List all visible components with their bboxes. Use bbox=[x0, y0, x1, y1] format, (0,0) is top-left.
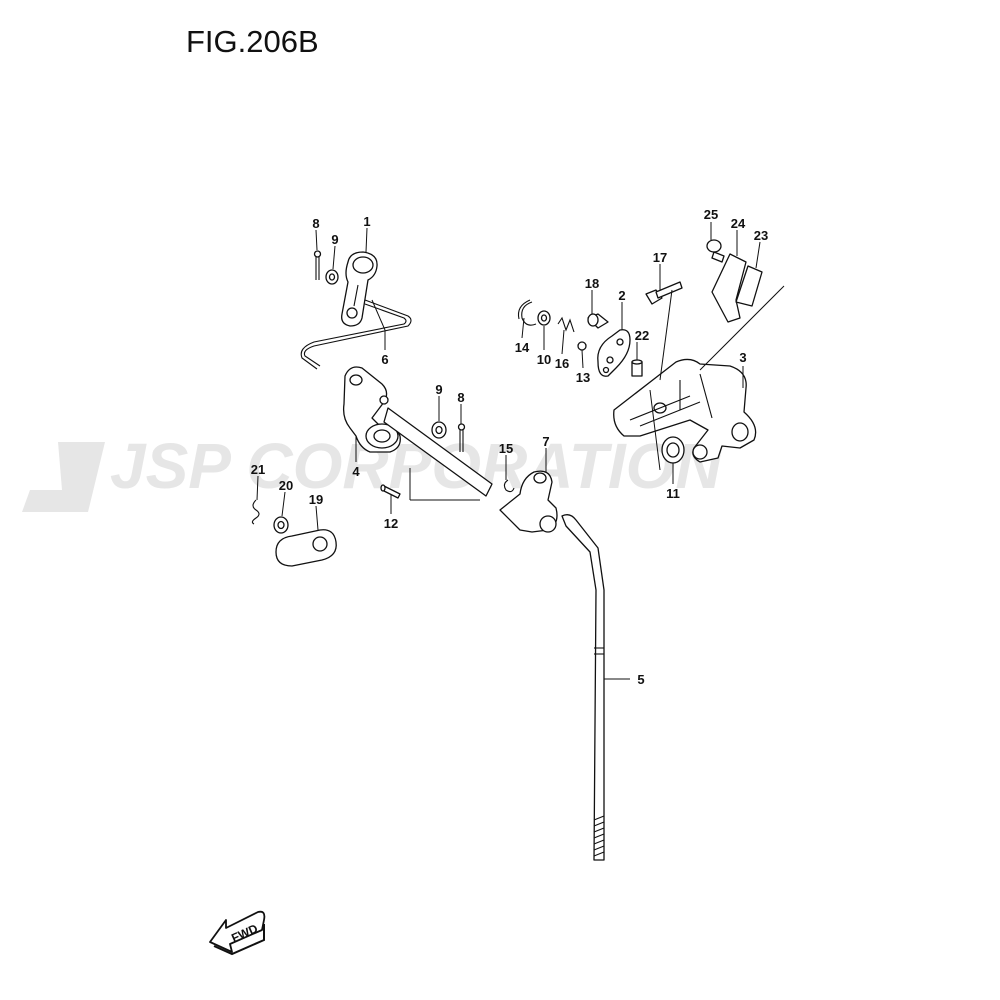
part-6-link-rod[interactable] bbox=[300, 299, 412, 370]
watermark-logo-icon bbox=[22, 442, 105, 512]
part-11-washer[interactable] bbox=[661, 436, 685, 464]
part-7-cam[interactable] bbox=[499, 470, 558, 533]
callout-8-upper[interactable]: 8 bbox=[312, 216, 319, 231]
leader-lines bbox=[256, 222, 785, 680]
fwd-arrow: FWD bbox=[209, 910, 266, 956]
callout-5[interactable]: 5 bbox=[637, 672, 644, 687]
callout-16[interactable]: 16 bbox=[555, 356, 569, 371]
part-18-bolt[interactable] bbox=[587, 313, 609, 329]
callout-8-lower[interactable]: 8 bbox=[457, 390, 464, 405]
part-20-washer[interactable] bbox=[273, 516, 289, 534]
part-9-lower-washer[interactable] bbox=[431, 421, 447, 439]
callout-18[interactable]: 18 bbox=[585, 276, 599, 291]
callout-11[interactable]: 11 bbox=[666, 486, 680, 501]
callout-12[interactable]: 12 bbox=[384, 516, 398, 531]
part-10-washer[interactable] bbox=[537, 310, 551, 326]
part-3-housing[interactable] bbox=[613, 358, 757, 463]
part-22-pin[interactable] bbox=[631, 359, 643, 377]
part-4-shift-bracket[interactable] bbox=[342, 366, 493, 497]
callout-3[interactable]: 3 bbox=[739, 350, 746, 365]
callout-25[interactable]: 25 bbox=[704, 207, 718, 222]
part-5-shift-rod[interactable] bbox=[561, 514, 605, 861]
part-15-clip[interactable] bbox=[503, 479, 515, 493]
callout-7[interactable]: 7 bbox=[542, 434, 549, 449]
callout-17[interactable]: 17 bbox=[653, 250, 667, 265]
part-17-bolt[interactable] bbox=[645, 281, 683, 305]
callout-24[interactable]: 24 bbox=[731, 216, 746, 231]
part-25-bolt[interactable] bbox=[706, 239, 725, 263]
fwd-arrow-icon bbox=[209, 910, 266, 953]
callout-4[interactable]: 4 bbox=[352, 464, 360, 479]
part-12-pin[interactable] bbox=[380, 484, 401, 499]
callout-2[interactable]: 2 bbox=[618, 288, 625, 303]
callout-13[interactable]: 13 bbox=[576, 370, 590, 385]
callout-10[interactable]: 10 bbox=[537, 352, 551, 367]
callouts: 1 2 3 4 5 6 7 8 8 9 9 10 11 12 13 14 15 … bbox=[251, 207, 768, 687]
callout-15[interactable]: 15 bbox=[499, 441, 513, 456]
callout-9-upper[interactable]: 9 bbox=[331, 232, 338, 247]
callout-14[interactable]: 14 bbox=[515, 340, 530, 355]
part-16-spring[interactable] bbox=[557, 316, 575, 333]
part-13-ball[interactable] bbox=[577, 341, 587, 351]
figure-title: FIG.206B bbox=[186, 24, 319, 59]
part-14-snap-ring[interactable] bbox=[517, 299, 537, 326]
part-9-upper-washer[interactable] bbox=[325, 269, 339, 285]
callout-1[interactable]: 1 bbox=[363, 214, 370, 229]
part-1-lever[interactable] bbox=[341, 251, 378, 327]
callout-22[interactable]: 22 bbox=[635, 328, 649, 343]
part-8-lower-pin[interactable] bbox=[457, 423, 466, 452]
callout-19[interactable]: 19 bbox=[309, 492, 323, 507]
callout-20[interactable]: 20 bbox=[279, 478, 293, 493]
callout-21[interactable]: 21 bbox=[251, 462, 265, 477]
callout-6[interactable]: 6 bbox=[381, 352, 388, 367]
callout-23[interactable]: 23 bbox=[754, 228, 768, 243]
part-8-upper-pin[interactable] bbox=[313, 250, 322, 280]
callout-9-lower[interactable]: 9 bbox=[435, 382, 442, 397]
part-19-lever[interactable] bbox=[275, 529, 337, 567]
part-2-plate[interactable] bbox=[597, 329, 631, 377]
part-23-bracket[interactable] bbox=[735, 265, 763, 307]
part-21-spring-clip[interactable] bbox=[251, 499, 260, 525]
